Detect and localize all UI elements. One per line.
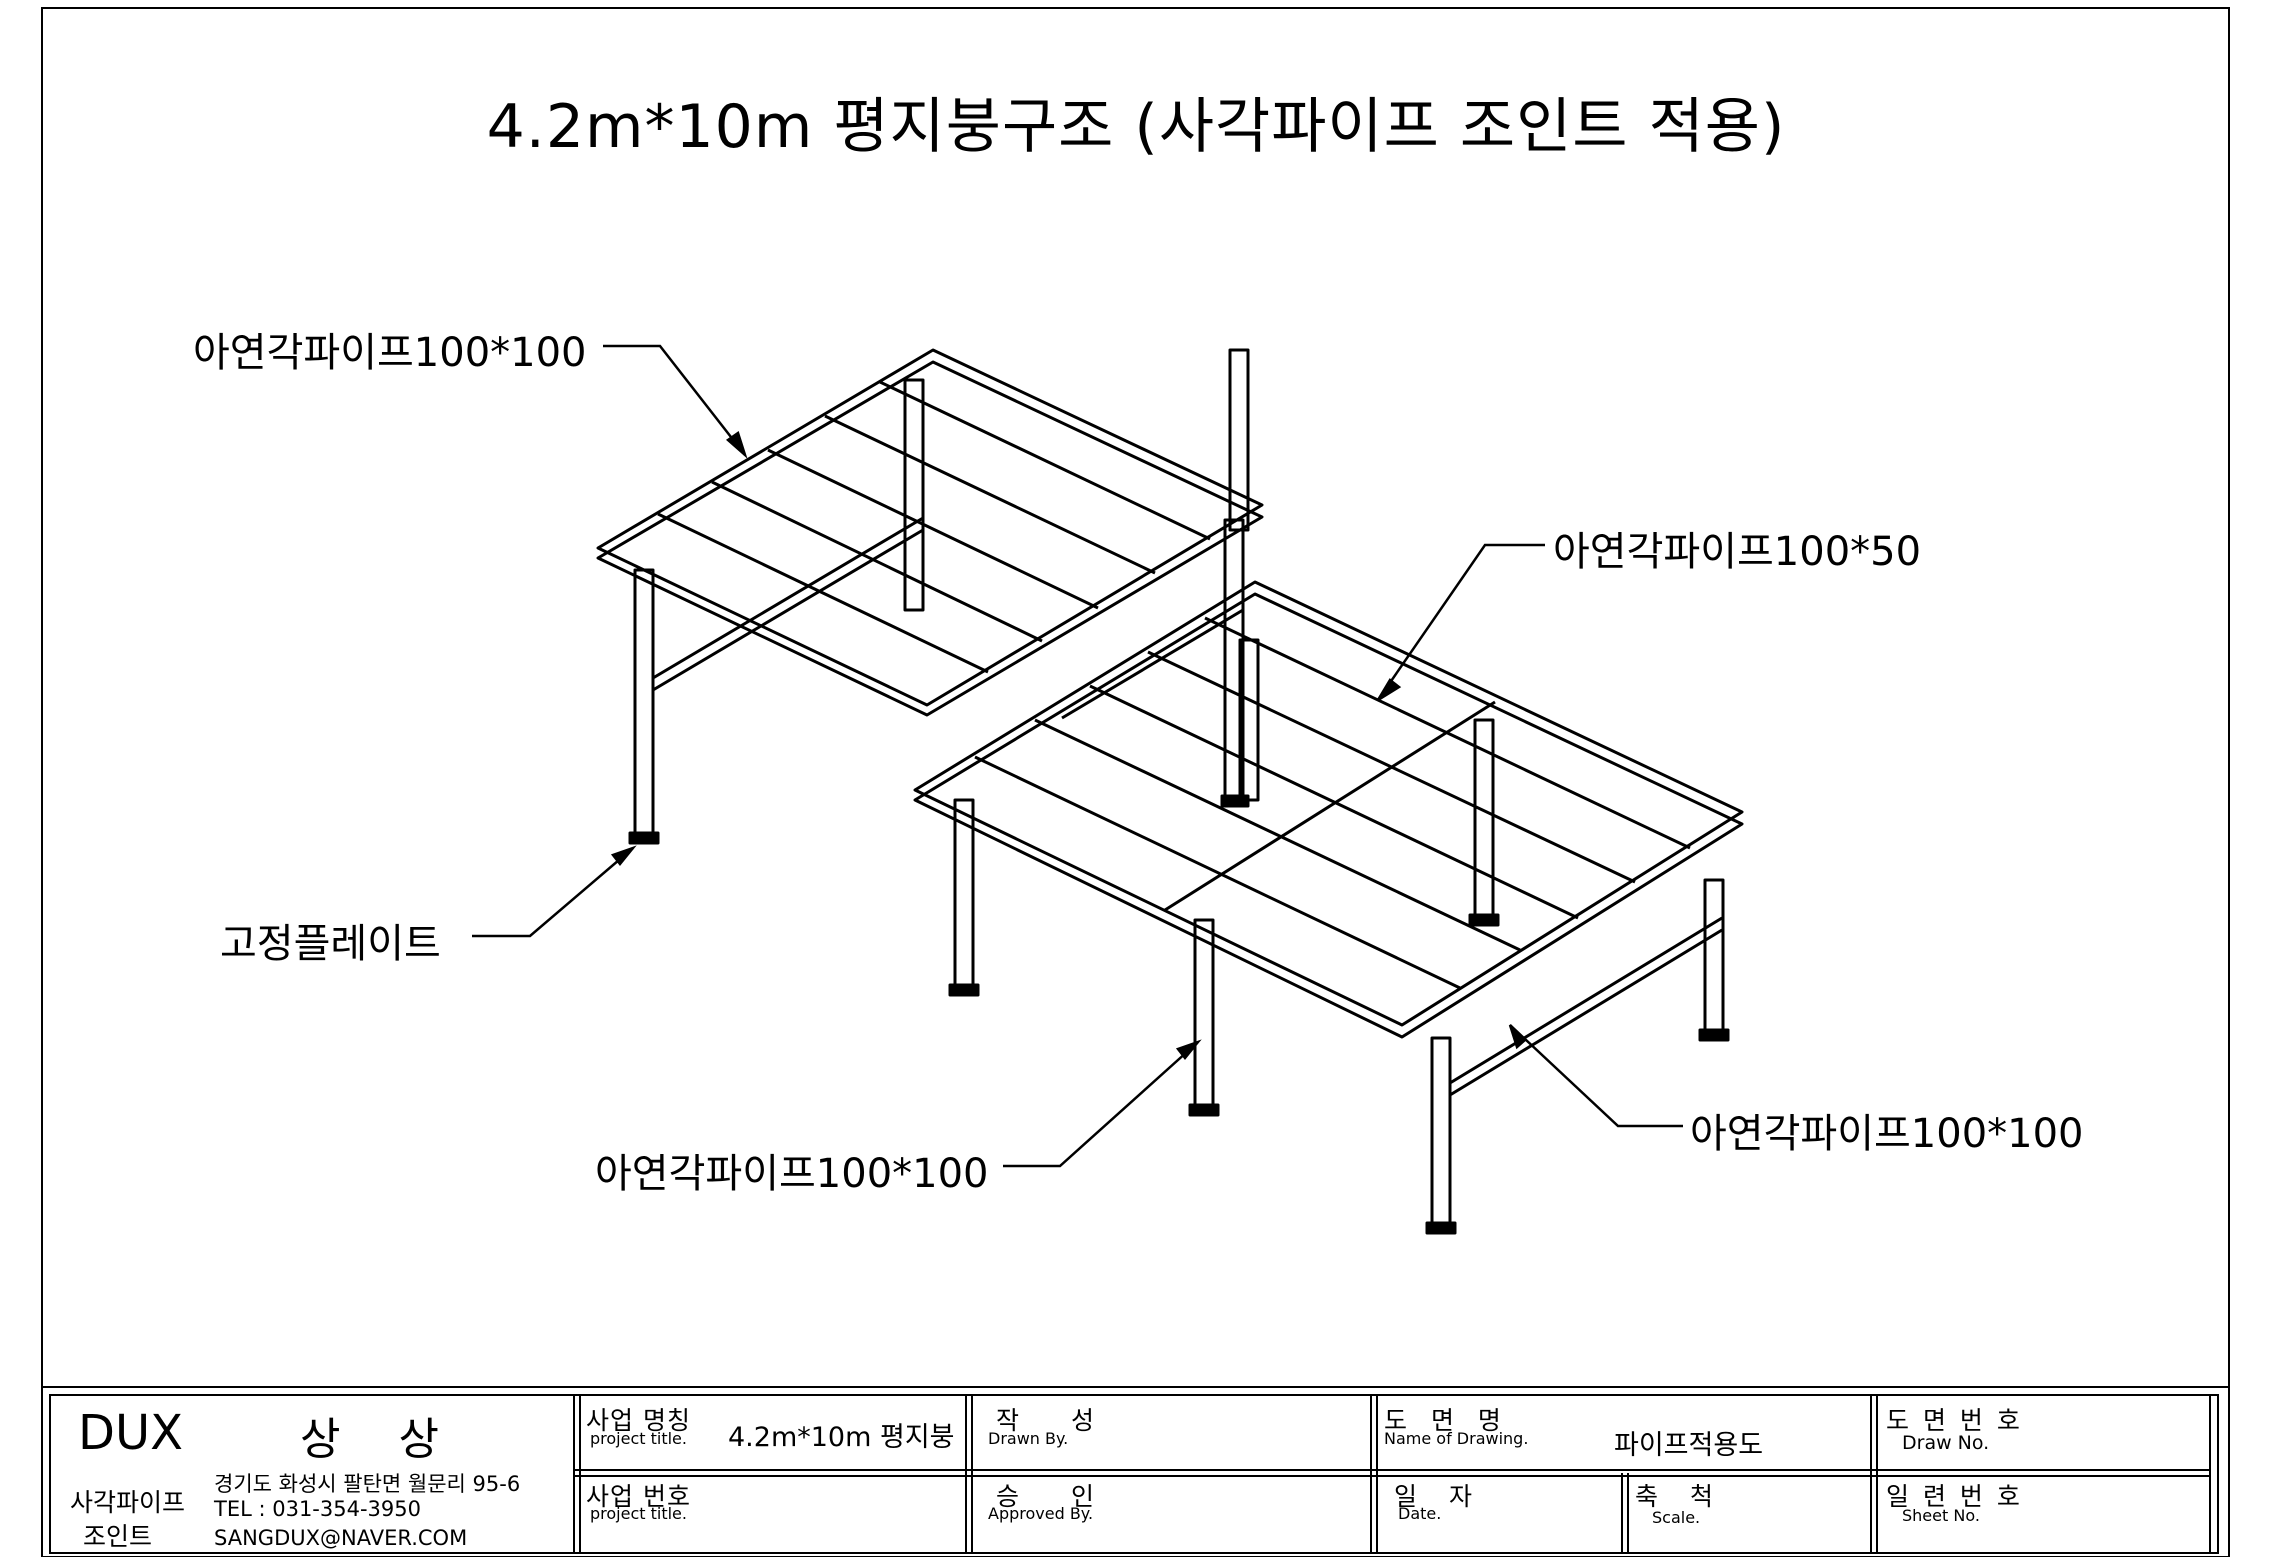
leader-pipe-100x100-right bbox=[1509, 1024, 1683, 1128]
roof-beam bbox=[657, 512, 989, 674]
roof-beam bbox=[974, 755, 1461, 990]
drawing-name-en: Name of Drawing. bbox=[1384, 1429, 1529, 1448]
left-frame-rim-inner bbox=[596, 360, 1264, 717]
right-frame-rim-inner bbox=[913, 592, 1744, 1039]
sheet-no-label: 일 련 번 호 bbox=[1886, 1482, 2023, 1511]
approved-by-label: 승 인 bbox=[996, 1482, 1116, 1511]
base-plate bbox=[1188, 1103, 1220, 1117]
roof-beam bbox=[1034, 718, 1521, 952]
brace bbox=[652, 528, 924, 692]
leader-fixing-plate bbox=[472, 847, 634, 938]
base-plate bbox=[948, 983, 980, 997]
left-leg-front bbox=[633, 568, 655, 840]
base-plate bbox=[628, 831, 660, 845]
title-block-grid bbox=[42, 1386, 2229, 1554]
right-leg bbox=[1703, 878, 1725, 1032]
company-logo-text: DUX bbox=[78, 1405, 183, 1461]
callout-pipe-100x100-right: 아연각파이프100*100 bbox=[1690, 1111, 2084, 1157]
callout-pipe-100x50: 아연각파이프100*50 bbox=[1553, 529, 1922, 575]
brace bbox=[1061, 608, 1244, 720]
project-no-en: project title. bbox=[590, 1504, 687, 1523]
leader-pipe-100x100-bottom bbox=[1003, 1041, 1199, 1168]
base-plate bbox=[1468, 913, 1500, 927]
date-label: 일 자 bbox=[1394, 1482, 1484, 1511]
base-plate bbox=[1425, 1221, 1457, 1235]
drawn-by-label: 작 성 bbox=[996, 1406, 1116, 1435]
left-leg-back bbox=[903, 378, 925, 612]
drawing-title: 4.2m*10m 평지붕구조 (사각파이프 조인트 적용) bbox=[486, 92, 1786, 162]
callout-fixing-plate: 고정플레이트 bbox=[220, 921, 441, 967]
callout-leaders bbox=[472, 344, 1683, 1168]
right-roof-structure bbox=[913, 580, 1744, 1235]
drawn-by-en: Drawn By. bbox=[988, 1429, 1069, 1448]
callout-pipe-100x100-bottom: 아연각파이프100*100 bbox=[595, 1151, 989, 1197]
date-en: Date. bbox=[1398, 1504, 1442, 1523]
right-leg bbox=[1193, 918, 1215, 1107]
project-name-value: 4.2m*10m 평지붕 bbox=[728, 1422, 955, 1453]
project-name-label: 사업 명칭 bbox=[586, 1406, 691, 1435]
roof-beam bbox=[711, 480, 1043, 643]
project-no-label: 사업 번호 bbox=[586, 1482, 691, 1511]
sheet-no-en: Sheet No. bbox=[1902, 1506, 1980, 1525]
company-address: 경기도 화성시 팔탄면 월문리 95-6 bbox=[214, 1472, 521, 1496]
left-frame-rim bbox=[596, 348, 1264, 707]
base-plate bbox=[1698, 1028, 1730, 1042]
brace bbox=[1449, 928, 1723, 1097]
project-name-en: project title. bbox=[590, 1429, 687, 1448]
approved-by-en: Approved By. bbox=[988, 1504, 1094, 1523]
leader-pipe-100x100-top-left bbox=[603, 344, 746, 456]
leader-pipe-100x50 bbox=[1376, 543, 1545, 701]
drawing-name-value: 파이프적용도 bbox=[1614, 1430, 1764, 1461]
drawing-no-label: 도 면 번 호 bbox=[1886, 1406, 2023, 1435]
drawing-no-en: Draw No. bbox=[1902, 1432, 1990, 1454]
roof-beam bbox=[824, 414, 1156, 575]
roof-beam bbox=[767, 448, 1099, 610]
roof-beam bbox=[879, 380, 1211, 541]
roof-beam bbox=[1147, 650, 1636, 884]
company-email: SANGDUX@NAVER.COM bbox=[214, 1526, 468, 1550]
company-tel: TEL : 031-354-3950 bbox=[214, 1497, 421, 1521]
left-roof-structure bbox=[596, 348, 1264, 845]
company-name: 상 상 bbox=[300, 1414, 461, 1465]
brand-line-2: 조인트 bbox=[83, 1522, 153, 1551]
brace bbox=[652, 516, 924, 680]
roof-beam bbox=[1204, 616, 1691, 850]
scale-label: 축 척 bbox=[1635, 1482, 1725, 1511]
right-leg bbox=[1430, 1036, 1452, 1225]
right-frame-rim bbox=[913, 580, 1744, 1027]
sheet-border bbox=[41, 7, 2230, 1557]
roof-beam bbox=[1089, 684, 1579, 920]
scale-en: Scale. bbox=[1652, 1508, 1701, 1527]
drawing-name-label: 도 면 명 bbox=[1384, 1406, 1509, 1435]
brand-line-1: 사각파이프 bbox=[70, 1488, 186, 1517]
callout-pipe-100x100-top-left: 아연각파이프100*100 bbox=[193, 330, 587, 376]
brace bbox=[1449, 916, 1723, 1085]
